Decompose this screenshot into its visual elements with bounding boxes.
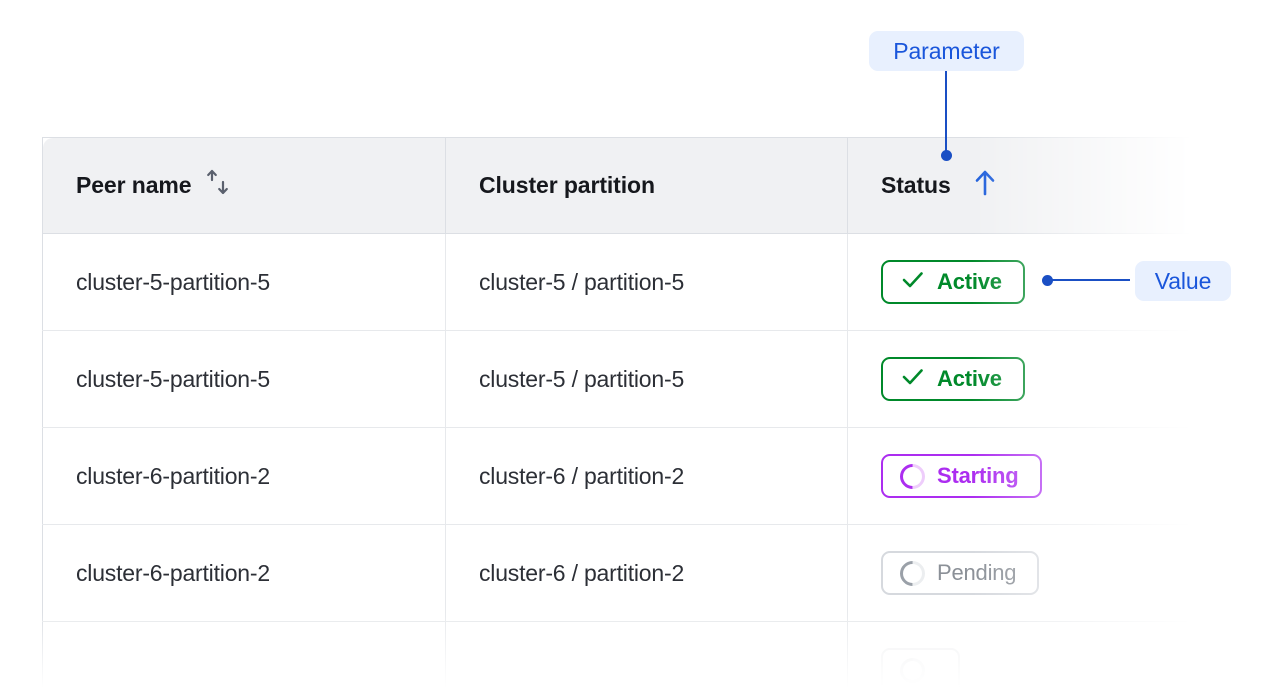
- annotation-badge-parameter: Parameter: [869, 31, 1024, 71]
- cell-cluster-partition: [445, 621, 848, 688]
- table-header-row: Peer name Cluster partition: [42, 137, 1192, 234]
- cell-peer-name: cluster-5-partition-5: [42, 233, 446, 331]
- table-row[interactable]: [42, 621, 1192, 688]
- cell-status: Active: [847, 233, 1192, 331]
- status-badge-starting: Starting: [881, 454, 1042, 498]
- status-label: Pending: [937, 560, 1017, 585]
- table-row[interactable]: cluster-5-partition-5 cluster-5 / partit…: [42, 233, 1192, 331]
- column-header-status[interactable]: Status: [847, 137, 1192, 234]
- spinner-icon: [894, 555, 931, 591]
- cell-status: Active: [847, 330, 1192, 428]
- status-badge-active: Active: [881, 260, 1025, 304]
- column-header-cluster-partition[interactable]: Cluster partition: [445, 137, 848, 234]
- cell-peer-name: cluster-6-partition-2: [42, 524, 446, 622]
- spinner-icon: [894, 652, 931, 688]
- status-badge-placeholder: [881, 648, 960, 688]
- cell-peer-name: cluster-6-partition-2: [42, 427, 446, 525]
- column-header-label: Cluster partition: [479, 172, 655, 198]
- peer-table: Peer name Cluster partition: [42, 137, 1192, 688]
- annotation-badge-value: Value: [1135, 261, 1231, 301]
- status-badge-pending: Pending: [881, 551, 1040, 595]
- cell-status: Pending: [847, 524, 1192, 622]
- annotation-anchor-dot-parameter: [941, 150, 952, 161]
- cell-peer-name: cluster-5-partition-5: [42, 330, 446, 428]
- cell-cluster-partition: cluster-5 / partition-5: [445, 330, 848, 428]
- table-header: Peer name Cluster partition: [42, 137, 1192, 234]
- status-label: Active: [937, 269, 1002, 294]
- check-icon: [900, 267, 925, 298]
- status-badge-active: Active: [881, 357, 1025, 401]
- table-row[interactable]: cluster-6-partition-2 cluster-6 / partit…: [42, 524, 1192, 622]
- cell-cluster-partition: cluster-6 / partition-2: [445, 524, 848, 622]
- table-row[interactable]: cluster-6-partition-2 cluster-6 / partit…: [42, 427, 1192, 525]
- cell-cluster-partition: cluster-5 / partition-5: [445, 233, 848, 331]
- table-body: cluster-5-partition-5 cluster-5 / partit…: [42, 233, 1192, 688]
- peer-table-container[interactable]: Peer name Cluster partition: [42, 137, 1192, 688]
- spinner-icon: [894, 458, 931, 494]
- table-row[interactable]: cluster-5-partition-5 cluster-5 / partit…: [42, 330, 1192, 428]
- annotation-anchor-dot-value: [1042, 275, 1053, 286]
- annotation-connector-value: [1052, 279, 1130, 281]
- status-label: Starting: [937, 463, 1019, 488]
- check-icon: [900, 364, 925, 395]
- cell-status: [847, 621, 1192, 688]
- column-header-label: Peer name: [76, 172, 192, 198]
- column-header-label: Status: [881, 172, 951, 198]
- cell-peer-name: [42, 621, 446, 688]
- cell-cluster-partition: cluster-6 / partition-2: [445, 427, 848, 525]
- sort-updown-icon[interactable]: [205, 168, 231, 204]
- column-header-peer-name[interactable]: Peer name: [42, 137, 446, 234]
- arrow-up-icon[interactable]: [973, 168, 997, 204]
- cell-status: Starting: [847, 427, 1192, 525]
- annotation-connector-parameter: [945, 71, 947, 156]
- status-label: Active: [937, 366, 1002, 391]
